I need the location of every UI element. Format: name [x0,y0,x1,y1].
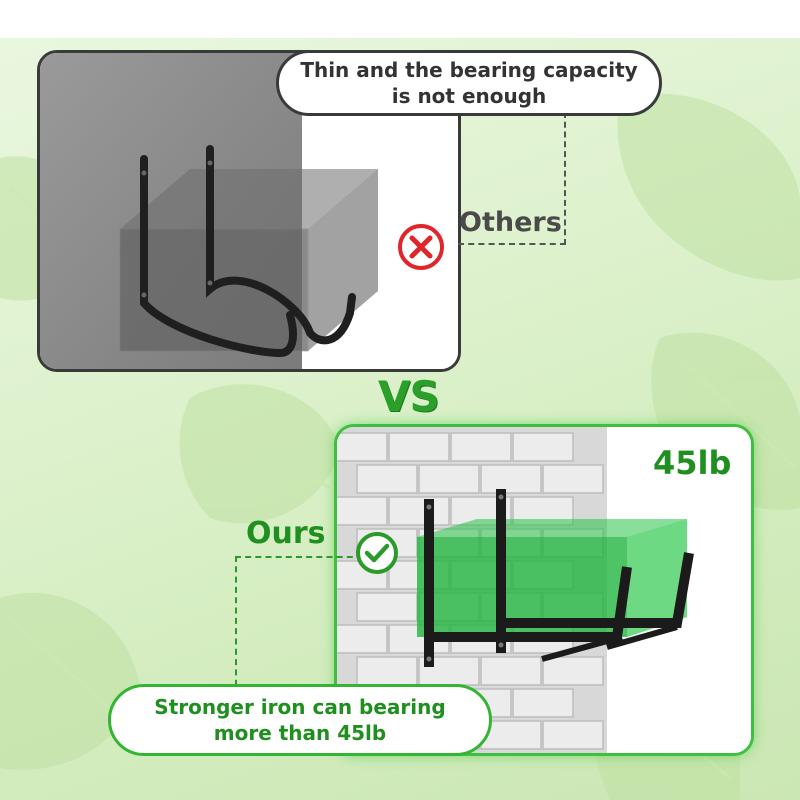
others-label: Others [459,207,562,238]
others-callout-text: Thin and the bearing capacity is not eno… [300,58,638,108]
ours-product-image [334,424,754,756]
check-circle-icon [356,532,398,574]
weight-capacity-label: 45lb [653,444,732,482]
others-callout-bubble: Thin and the bearing capacity is not eno… [276,50,662,116]
ours-callout-bubble: Stronger iron can bearing more than 45lb [108,684,492,756]
x-circle-icon [398,224,444,270]
others-leader-line [458,112,566,245]
ours-leader-line [235,556,363,696]
ours-callout-text: Stronger iron can bearing more than 45lb [154,695,446,745]
versus-label: VS [378,372,440,421]
ours-label: Ours [246,516,326,551]
